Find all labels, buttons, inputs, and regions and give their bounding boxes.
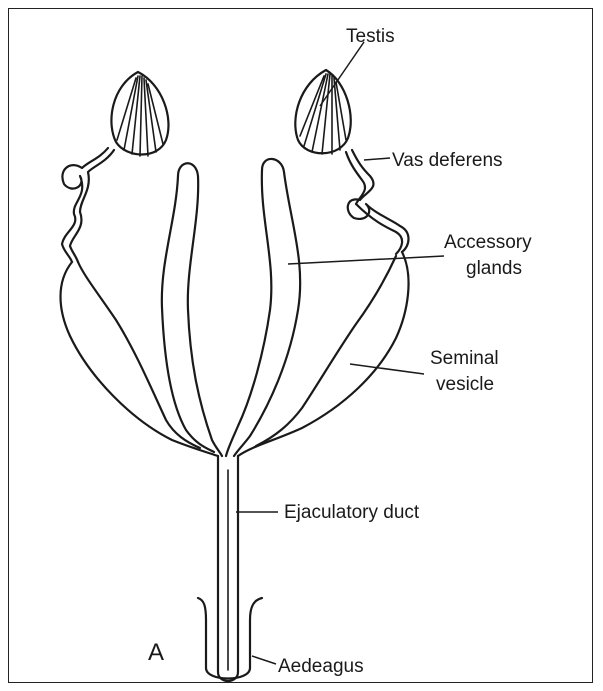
accessory-glands-leader bbox=[288, 256, 444, 264]
aedeagus bbox=[198, 598, 262, 679]
testis-left bbox=[111, 72, 168, 156]
ejaculatory-duct-label: Ejaculatory duct bbox=[284, 502, 420, 523]
testis-label: Testis bbox=[346, 26, 395, 47]
accessory-gland-right bbox=[226, 159, 300, 456]
seminal-vesicle-right bbox=[238, 252, 409, 456]
aedeagus-leader bbox=[252, 656, 276, 664]
seminal-vesicle-left bbox=[61, 262, 219, 456]
panel-letter: A bbox=[148, 639, 164, 666]
vas-deferens-label: Vas deferens bbox=[392, 150, 503, 171]
seminal-vesicle-leader bbox=[350, 364, 424, 374]
seminal-vesicle-label-line2: vesicle bbox=[436, 374, 494, 395]
vas-deferens-leader bbox=[364, 158, 390, 160]
seminal-vesicle-label-line1: Seminal bbox=[430, 348, 499, 369]
accessory-glands-label-line1: Accessory bbox=[444, 232, 532, 253]
ejaculatory-duct bbox=[218, 456, 238, 681]
accessory-gland-left bbox=[162, 163, 222, 456]
accessory-glands-label-line2: glands bbox=[466, 258, 522, 279]
aedeagus-label: Aedeagus bbox=[278, 656, 364, 677]
testis-right bbox=[295, 70, 350, 154]
vas-deferens-left bbox=[62, 148, 114, 262]
